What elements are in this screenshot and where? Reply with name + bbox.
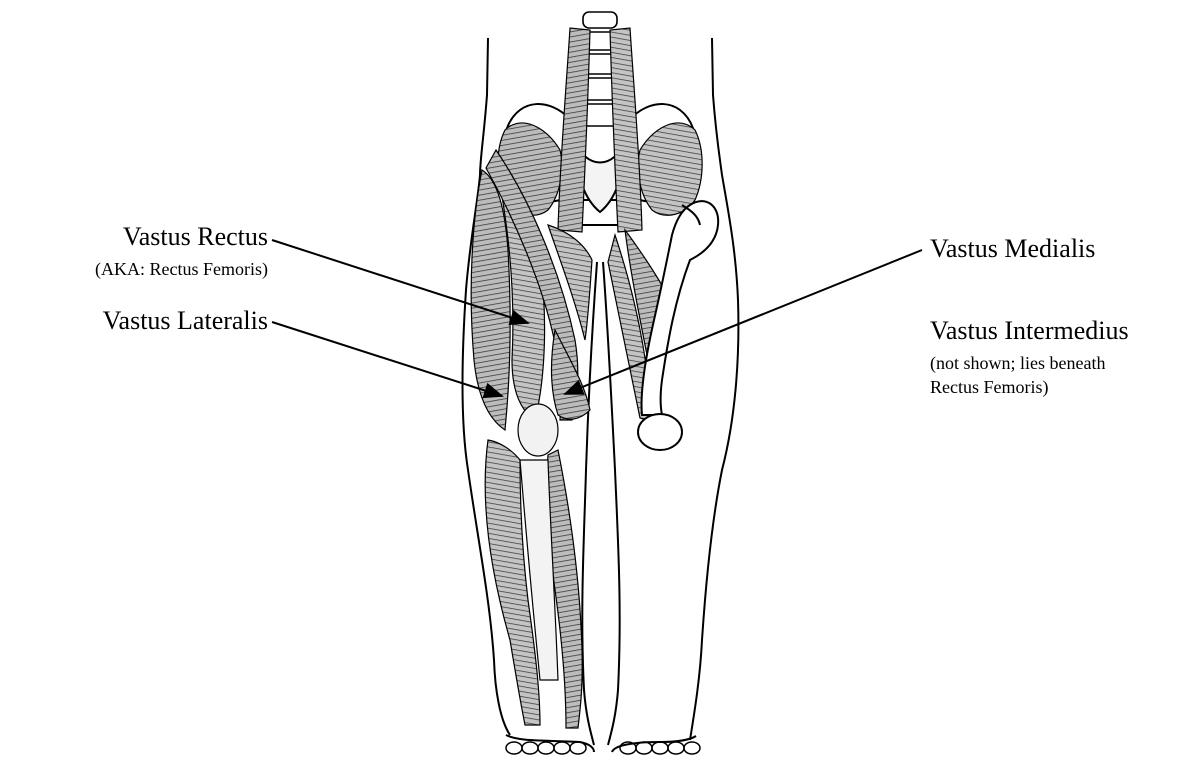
label-vastus-rectus: Vastus Rectus	[123, 224, 268, 250]
label-vastus-intermedius: Vastus Intermedius	[930, 318, 1129, 344]
label-vastus-intermedius-note-line1: (not shown; lies beneath	[930, 354, 1105, 372]
label-vastus-lateralis: Vastus Lateralis	[103, 308, 268, 334]
label-vastus-rectus-note: (AKA: Rectus Femoris)	[95, 260, 268, 278]
toes	[506, 742, 700, 754]
leader-line-vastus-lateralis	[272, 322, 502, 396]
label-vastus-medialis: Vastus Medialis	[930, 236, 1095, 262]
label-vastus-intermedius-note-line2: Rectus Femoris)	[930, 378, 1049, 396]
left-thigh-muscles	[471, 150, 592, 728]
